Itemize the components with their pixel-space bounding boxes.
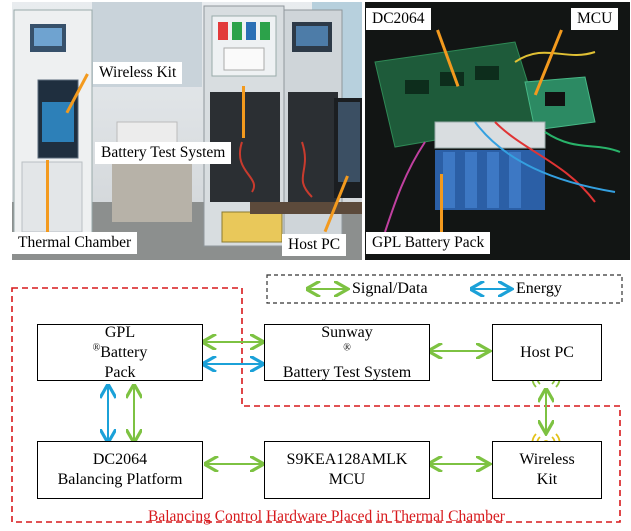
- gpl-pack-word: Pack: [104, 363, 136, 381]
- legend-signal-label: Signal/Data: [352, 280, 428, 297]
- wireless-kit-label: Wireless Kit: [93, 62, 183, 84]
- thermal-chamber-caption: Balancing Control Hardware Placed in The…: [148, 508, 505, 525]
- sunway-brand: Sunway: [321, 323, 373, 341]
- mcu-block-part-number: S9KEA128AMLK: [286, 451, 408, 468]
- wireless-kit-block: Wireless Kit: [492, 441, 602, 499]
- host-pc-block-label: Host PC: [520, 343, 574, 361]
- gpl-battery-pack-label: GPL Battery Pack: [366, 232, 491, 254]
- thermal-chamber-leader: [46, 160, 49, 232]
- mcu-block-label: MCU: [328, 471, 366, 488]
- sunway-subtitle: Battery Test System: [282, 363, 412, 381]
- legend-box: [266, 274, 623, 304]
- gpl-battery-word: Battery: [100, 343, 148, 361]
- battery-test-system-label: Battery Test System: [95, 142, 232, 164]
- gpl-brand: GPL: [104, 323, 136, 341]
- gpl-registered-mark: ®: [92, 342, 101, 354]
- dc2064-block-title: DC2064: [92, 451, 148, 468]
- wireless-block-line2: Kit: [536, 471, 558, 488]
- lab-setup-photo: [12, 2, 362, 260]
- mcu-photo-label: MCU: [571, 8, 619, 30]
- wireless-block-line1: Wireless: [519, 451, 575, 468]
- battery-test-system-leader: [242, 86, 245, 138]
- mcu-block: S9KEA128AMLK MCU: [264, 441, 430, 499]
- lab-setup-illustration: [12, 2, 362, 260]
- sunway-registered-mark: ®: [343, 342, 351, 354]
- sunway-battery-test-system-block: Sunway® Battery Test System: [264, 324, 430, 381]
- hardware-closeup-illustration: [365, 2, 630, 260]
- host-pc-block: Host PC: [492, 324, 602, 381]
- thermal-chamber-boundary: [11, 287, 621, 523]
- legend-energy-label: Energy: [516, 280, 562, 297]
- host-pc-label: Host PC: [282, 234, 347, 256]
- gpl-battery-pack-block: GPL®Battery Pack: [37, 324, 203, 381]
- thermal-chamber-label: Thermal Chamber: [12, 232, 138, 254]
- dc2064-photo-label: DC2064: [366, 8, 431, 30]
- hardware-closeup-photo: [365, 2, 630, 260]
- dc2064-balancing-platform-block: DC2064 Balancing Platform: [37, 441, 203, 499]
- gpl-battery-pack-leader: [440, 174, 443, 234]
- dc2064-block-subtitle: Balancing Platform: [57, 471, 183, 488]
